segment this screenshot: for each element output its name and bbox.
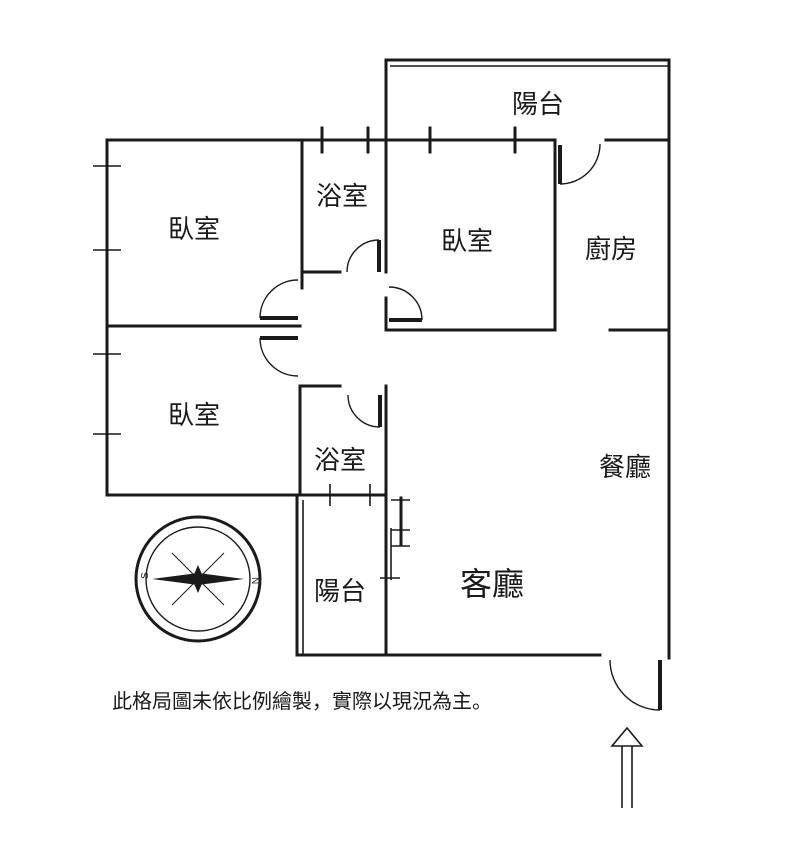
room-label-balcony-top: 陽台: [512, 89, 564, 119]
room-label-bedroom-bottom-left: 臥室: [168, 400, 220, 430]
room-label-bedroom-top-center: 臥室: [441, 226, 493, 256]
room-label-bathroom-top: 浴室: [316, 181, 368, 211]
room-label-dining: 餐廳: [599, 452, 651, 482]
compass-south-letter: S: [140, 572, 151, 579]
entrance-arrow-icon: [610, 726, 644, 808]
windows: [93, 126, 517, 506]
room-label-living: 客廳: [460, 566, 524, 602]
compass-rose-icon: S N: [134, 515, 262, 643]
room-label-balcony-bottom: 陽台: [314, 576, 366, 606]
sliding-doors: [380, 496, 410, 580]
room-label-kitchen: 廚房: [585, 234, 637, 264]
doors: [259, 143, 662, 711]
room-label-bedroom-top-left: 臥室: [168, 214, 220, 244]
walls: [105, 58, 671, 660]
disclaimer-note: 此格局圖未依比例繪製，實際以現況為主。: [112, 690, 492, 713]
compass-north-letter: N: [249, 577, 260, 584]
room-label-bathroom-bottom: 浴室: [314, 445, 366, 475]
